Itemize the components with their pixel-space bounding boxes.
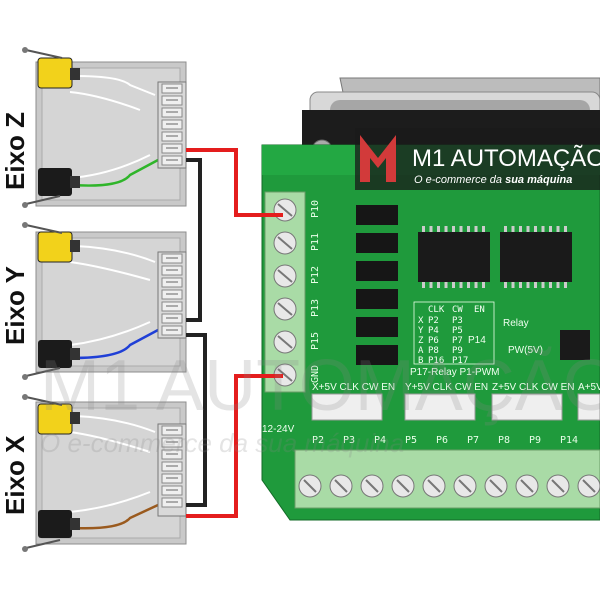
table-cell: B: [418, 356, 423, 366]
limit-switch-top-y: [37, 231, 73, 263]
header-label: A+5V: [578, 382, 600, 393]
table-header: EN: [474, 305, 485, 315]
wire-red-bottom: [186, 374, 283, 518]
header-label: Z+5V CLK CW EN: [492, 382, 575, 393]
p14-label: P14: [468, 335, 486, 346]
wire-brown-x: [71, 503, 159, 530]
optocoupler: [356, 261, 398, 281]
optocoupler: [356, 289, 398, 309]
ic-chip-2: [500, 232, 572, 282]
bottom-pin-label: P2: [312, 435, 324, 446]
pin-mapping-table: CLK CW EN X P2 P3Y P4 P5Z P6 P7A P8 P9B P16 P17: [413, 301, 495, 366]
relay-chip: [560, 330, 590, 360]
table-header: CW: [452, 305, 463, 315]
limit-switch-bottom-y: [38, 340, 72, 368]
table-cell: Y: [418, 326, 424, 336]
header-label: Y+5V CLK CW EN: [405, 382, 488, 393]
pw-label: PW(5V): [508, 345, 543, 356]
bottom-pin-label: P8: [498, 435, 510, 446]
axis-module-x: [22, 394, 187, 552]
controller-board: M1 AUTOMAÇÃO O e-commerce da sua máquina…: [261, 77, 600, 521]
header-label: X+5V CLK CW EN: [312, 382, 395, 393]
relay-label: Relay: [503, 318, 529, 329]
table-cell: Z: [418, 336, 424, 346]
header-connector: [311, 393, 383, 421]
ic-chip-1: [418, 232, 490, 282]
table-cell: P16: [428, 356, 444, 366]
bottom-pin-label: P4: [374, 435, 386, 446]
table-cell: P7: [452, 336, 463, 346]
wire-green-z: [71, 158, 159, 187]
table-cell: P4: [428, 326, 439, 336]
m1-logo-icon: [360, 135, 396, 182]
table-cell: P8: [428, 346, 439, 356]
optocoupler: [356, 233, 398, 253]
bottom-pin-label: P9: [529, 435, 541, 446]
bottom-terminal-block: [294, 449, 600, 509]
bottom-pin-label: P5: [405, 435, 417, 446]
limit-switch-bottom-x: [38, 510, 72, 538]
left-pin-label: P11: [310, 233, 321, 251]
table-header: CLK: [428, 305, 445, 315]
table-cell: P9: [452, 346, 463, 356]
table-cell: P3: [452, 316, 463, 326]
left-pin-label: P15: [310, 332, 321, 350]
table-cell: P5: [452, 326, 463, 336]
left-pin-label: P10: [310, 200, 321, 218]
brand-name: M1 AUTOMAÇÃO: [412, 145, 600, 172]
header-connector: [577, 393, 600, 421]
watermark-text: M1 AUTOMAÇÃO: [40, 346, 600, 426]
optocoupler: [356, 205, 398, 225]
axis-label-x: Eixo X: [0, 435, 30, 515]
bottom-pin-label: P6: [436, 435, 448, 446]
wire-blue-y: [71, 328, 159, 360]
watermark: M1 AUTOMAÇÃO O e-commerce da sua máquina: [40, 346, 600, 458]
bottom-pin-labels: P2 P3 P4 P5 P6 P7 P8 P9 P14: [312, 435, 578, 446]
bottom-pin-label: P14: [560, 435, 578, 446]
brand-logo: M1 AUTOMAÇÃO O e-commerce da sua máquina: [355, 128, 600, 190]
axis-module-z: [22, 47, 187, 208]
header-connector: [491, 393, 563, 421]
wire-red-top: [186, 148, 283, 217]
bottom-pin-label: P7: [467, 435, 479, 446]
table-cell: P2: [428, 316, 439, 326]
left-pin-label: P13: [310, 299, 321, 317]
left-pin-label: GND: [310, 365, 321, 383]
left-terminal-block: [264, 191, 306, 393]
limit-switch-top-z: [37, 57, 73, 89]
signal-headers: X+5V CLK CW EN Y+5V CLK CW EN Z+5V CLK CW …: [311, 382, 600, 421]
power-label: 12-24V: [262, 424, 295, 435]
limit-switch-bottom-z: [38, 168, 72, 196]
terminal-screws: [161, 83, 183, 508]
table-cell: P6: [428, 336, 439, 346]
optocoupler: [356, 317, 398, 337]
axis-label-y: Eixo Y: [0, 266, 30, 345]
wire-black-z-to-y: [186, 158, 202, 322]
table-cell: X: [418, 316, 424, 326]
header-connector: [404, 393, 476, 421]
axis-label-z: Eixo Z: [0, 112, 30, 190]
optocoupler-chips: [356, 205, 398, 365]
bottom-pin-label: P3: [343, 435, 355, 446]
watermark-tagline: O e-commerce da sua máquina: [40, 428, 404, 458]
relay-pwm-label: P17-Relay P1-PWM: [410, 367, 499, 378]
left-pin-label: P12: [310, 266, 321, 284]
optocoupler: [356, 345, 398, 365]
brand-tagline: O e-commerce da sua máquina: [414, 174, 572, 186]
table-cell: A: [418, 346, 424, 356]
wire-black-y-to-x: [186, 333, 207, 507]
table-cell: P17: [452, 356, 468, 366]
